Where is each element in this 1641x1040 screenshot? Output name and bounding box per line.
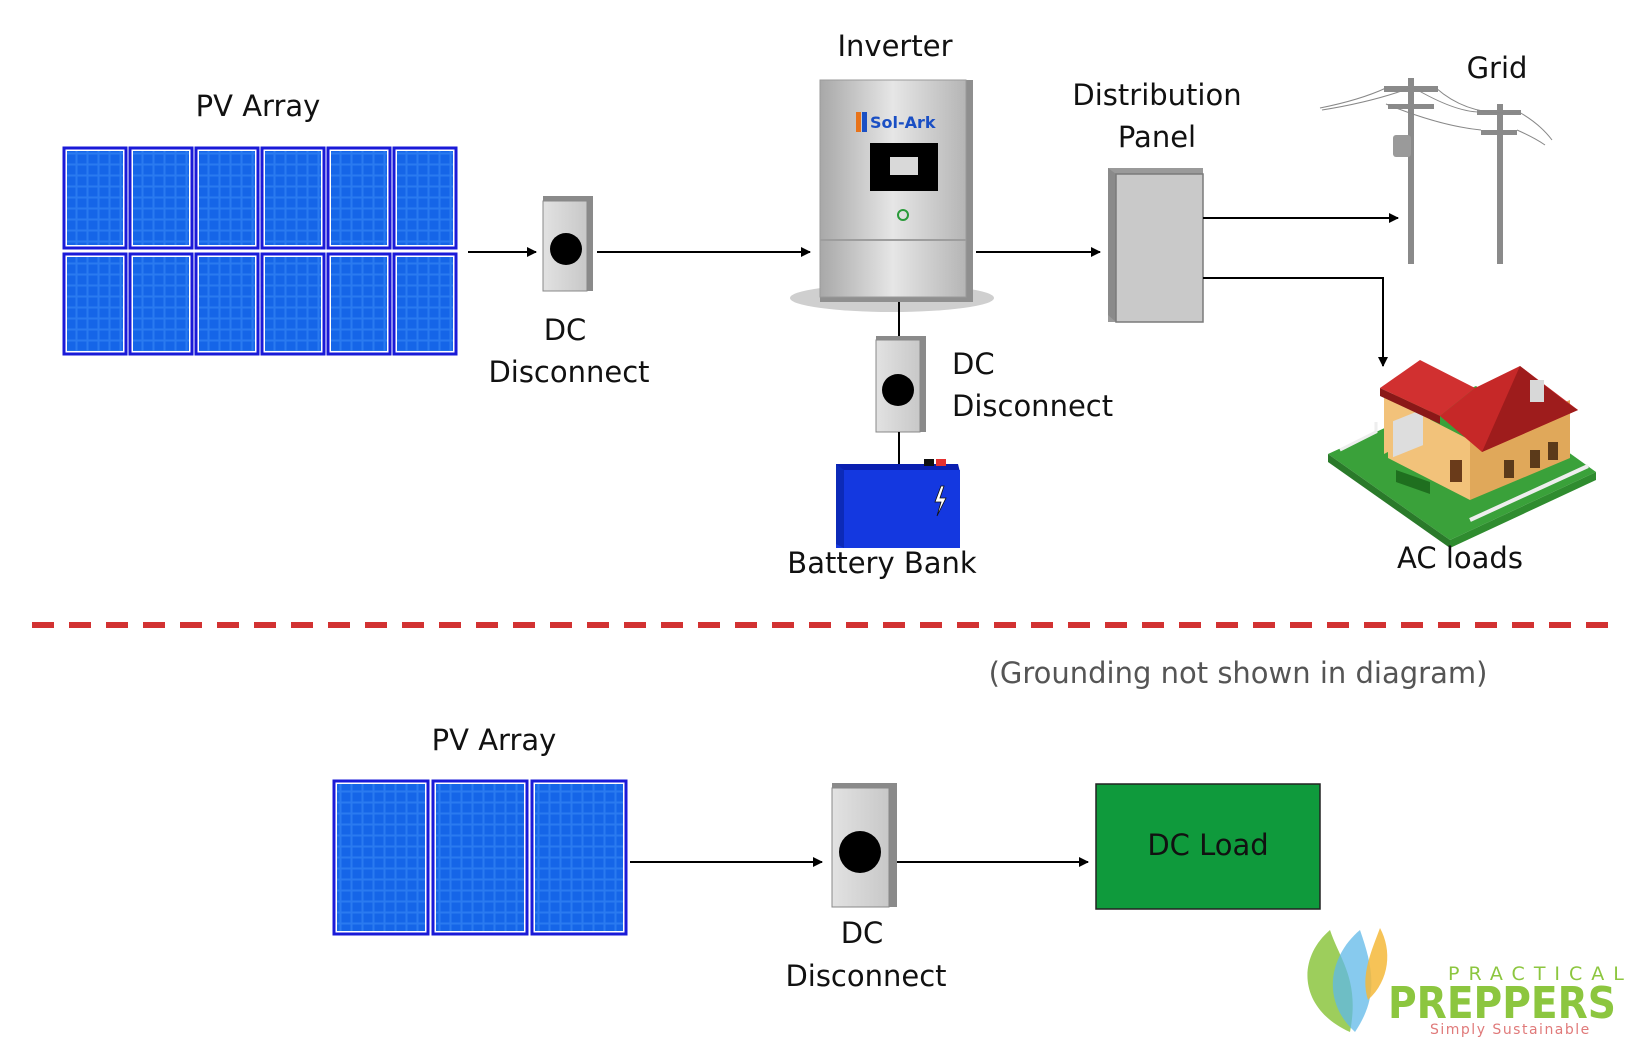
dc-disconnect-top-label-1: DC	[544, 313, 587, 347]
solar-panel-module	[326, 252, 392, 356]
dc-disconnect-bottom	[831, 783, 897, 908]
grid-label: Grid	[1467, 51, 1528, 85]
solar-panel-module	[194, 146, 260, 250]
distribution-panel-label-2: Panel	[1118, 120, 1196, 154]
pv-array-top-label: PV Array	[196, 89, 321, 123]
solar-panel-module	[392, 252, 458, 356]
wire-panel-to-ac-loads	[1203, 277, 1388, 367]
dc-load-label: DC Load	[1147, 828, 1268, 862]
logo-main-text: PREPPERS	[1388, 978, 1616, 1029]
solar-panel-module	[431, 779, 529, 936]
disconnect-switch-icon	[882, 374, 914, 406]
dc-disconnect-bottom-label-2: Disconnect	[785, 959, 946, 993]
solar-panel-module	[194, 252, 260, 356]
sol-ark-logo: Sol-Ark	[856, 112, 936, 132]
dc-disconnect-bottom-label-1: DC	[841, 916, 884, 950]
disconnect-switch-icon	[839, 831, 881, 873]
logo-top-text: PRACTICAL	[1448, 963, 1633, 985]
inverter-brand: Sol-Ark	[870, 113, 936, 132]
dc-disconnect-battery	[875, 336, 926, 433]
dc-load	[1095, 783, 1321, 910]
house-icon	[1328, 360, 1596, 548]
pv-array-top	[62, 146, 458, 356]
disconnect-switch-icon	[550, 233, 582, 265]
battery-bank-label: Battery Bank	[787, 546, 977, 580]
solar-panel-module	[62, 146, 128, 250]
solar-panel-module	[392, 146, 458, 250]
grounding-note: (Grounding not shown in diagram)	[989, 656, 1488, 690]
solar-panel-module	[260, 146, 326, 250]
ac-loads-label: AC loads	[1397, 541, 1523, 575]
solar-panel-module	[128, 252, 194, 356]
pv-array-bottom	[332, 779, 628, 936]
solar-panel-module	[260, 252, 326, 356]
distribution-panel	[1108, 168, 1204, 323]
dc-disconnect-battery-label-2: Disconnect	[952, 389, 1113, 423]
solar-panel-module	[530, 779, 628, 936]
lightning-bolt-icon	[934, 485, 947, 517]
dc-disconnect-battery-label-1: DC	[952, 347, 995, 381]
inverter: Sol-Ark	[790, 79, 994, 312]
logo-tagline: Simply Sustainable	[1430, 1022, 1591, 1038]
utility-pole-icon	[1319, 78, 1553, 264]
battery-icon	[836, 459, 960, 548]
flame-icon	[1365, 928, 1388, 1000]
solar-panel-module	[332, 779, 430, 936]
solar-panel-module	[62, 252, 128, 356]
dc-disconnect-top-label-2: Disconnect	[488, 355, 649, 389]
pv-array-bottom-label: PV Array	[432, 723, 557, 757]
inverter-status-led-icon	[897, 209, 909, 221]
solar-panel-module	[128, 146, 194, 250]
practical-preppers-logo: PRACTICAL PREPPERS Simply Sustainable	[1307, 928, 1633, 1038]
dc-disconnect-top	[542, 196, 593, 292]
water-drop-icon	[1332, 930, 1372, 1032]
inverter-label: Inverter	[838, 29, 953, 63]
distribution-panel-label-1: Distribution	[1072, 78, 1241, 112]
solar-panel-module	[326, 146, 392, 250]
